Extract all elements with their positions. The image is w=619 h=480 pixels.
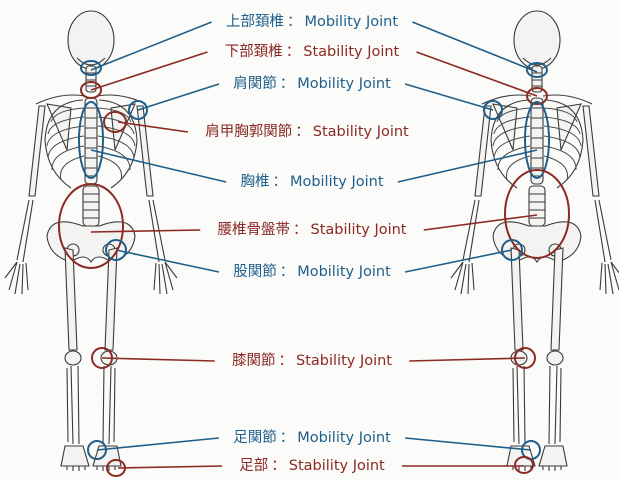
joint-label-scapulothoracic: 肩甲胸郭関節：Stability Joint	[202, 123, 412, 141]
joint-name: 肩甲胸郭関節	[205, 124, 292, 140]
joint-label-hip: 股関節：Mobility Joint	[230, 263, 394, 281]
joint-label-knee: 膝関節：Stability Joint	[229, 352, 395, 370]
joint-name: 肩関節	[233, 76, 277, 92]
joint-type: Stability Joint	[296, 353, 392, 369]
joint-separator: ：	[272, 174, 287, 190]
joint-separator: ：	[286, 44, 301, 60]
joint-separator: ：	[279, 353, 294, 369]
joint-type: Mobility Joint	[297, 76, 391, 92]
joint-type: Stability Joint	[313, 124, 409, 140]
back-view-skeleton	[5, 11, 177, 471]
connector-left-shoulder	[138, 84, 219, 110]
joint-separator: ：	[295, 124, 310, 140]
connector-right-ankle	[405, 438, 531, 450]
joint-type: Mobility Joint	[290, 174, 384, 190]
joint-label-lumbopelvic: 腰椎骨盤帯：Stability Joint	[215, 221, 410, 239]
joint-type: Stability Joint	[311, 222, 407, 238]
joint-label-shoulder: 肩関節：Mobility Joint	[230, 75, 394, 93]
joint-separator: ：	[271, 458, 286, 474]
joint-separator: ：	[293, 222, 308, 238]
connector-left-knee	[102, 358, 215, 361]
joint-label-lower-cervical: 下部頚椎：Stability Joint	[222, 43, 403, 61]
connector-left-thoracic	[91, 150, 226, 182]
joint-label-ankle: 足関節：Mobility Joint	[230, 429, 394, 447]
joint-name: 下部頚椎	[225, 44, 283, 60]
connector-left-foot	[118, 466, 222, 468]
joint-name: 足関節	[233, 430, 277, 446]
joint-label-upper-cervical: 上部頚椎：Mobility Joint	[223, 13, 401, 31]
joint-name: 腰椎骨盤帯	[218, 222, 291, 238]
front-view-skeleton	[451, 11, 619, 471]
connector-right-thoracic	[398, 150, 537, 182]
joint-type: Mobility Joint	[304, 14, 398, 30]
connector-left-ankle	[97, 438, 219, 450]
joint-name: 上部頚椎	[226, 14, 284, 30]
joint-type: Stability Joint	[303, 44, 399, 60]
joint-name: 足部	[239, 458, 268, 474]
joint-label-foot: 足部：Stability Joint	[236, 457, 388, 475]
joint-separator: ：	[280, 430, 295, 446]
connector-left-scapulothoracic	[118, 122, 188, 132]
joint-separator: ：	[280, 76, 295, 92]
connector-right-knee	[409, 358, 525, 361]
connector-right-shoulder	[405, 84, 493, 110]
joint-type: Mobility Joint	[297, 430, 391, 446]
joint-name: 膝関節	[232, 353, 276, 369]
joint-separator: ：	[280, 264, 295, 280]
joint-name: 股関節	[233, 264, 277, 280]
joint-name: 胸椎	[240, 174, 269, 190]
joint-label-thoracic: 胸椎：Mobility Joint	[237, 173, 386, 191]
joint-type: Mobility Joint	[297, 264, 391, 280]
joint-separator: ：	[287, 14, 302, 30]
joint-type: Stability Joint	[289, 458, 385, 474]
